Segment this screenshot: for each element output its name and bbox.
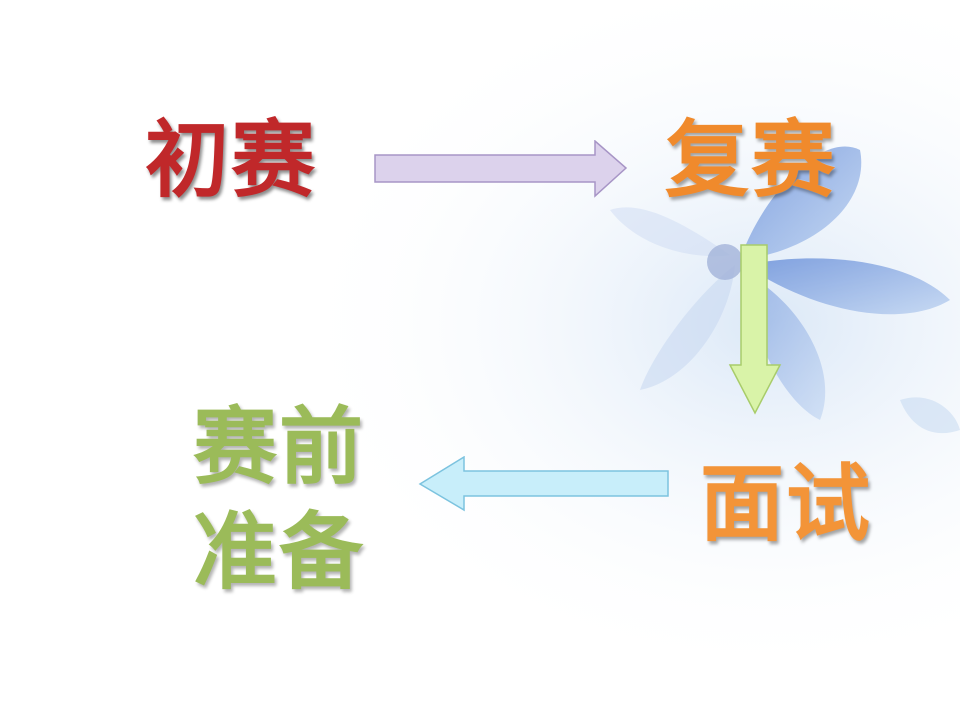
down-arrow-icon [728,244,782,415]
flower-icon [610,146,960,434]
step-semifinal: 复赛 [665,110,838,209]
left-arrow-icon [418,456,669,512]
step-preliminary: 初赛 [145,110,318,209]
step-interview: 面试 [700,454,873,553]
right-arrow-icon [374,140,628,198]
step-preparation: 赛前准备 [193,397,366,601]
